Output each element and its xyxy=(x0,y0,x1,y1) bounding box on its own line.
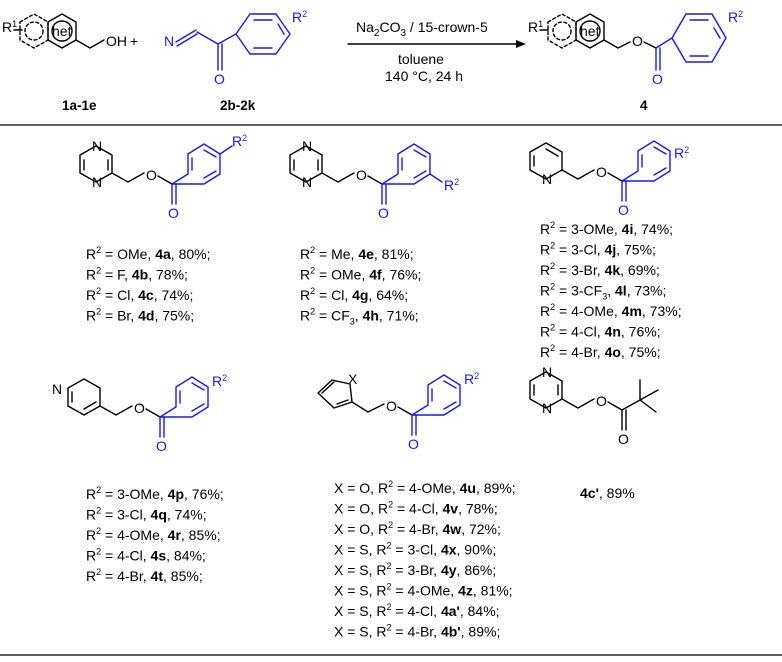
label-4: 4 xyxy=(640,98,648,113)
label-1a-1e: 1a-1e xyxy=(62,98,97,113)
hydroxyl-label: OH xyxy=(106,33,127,49)
svg-text:O: O xyxy=(618,202,629,218)
svg-text:O: O xyxy=(408,436,419,452)
plus-sign: + xyxy=(130,33,138,49)
yield-entry: X = O, R2 = 4-Cl, 4v, 78%; xyxy=(334,500,498,517)
yield-entry: R2 = 4-Cl, 4s, 84%; xyxy=(86,547,206,564)
svg-text:R2: R2 xyxy=(674,145,689,161)
het-label: het xyxy=(52,23,72,39)
reaction-arrow: Na2CO3 / 15-crown-5 toluene 140 °C, 24 h xyxy=(347,19,526,84)
r2-label: R2 xyxy=(292,9,307,25)
yield-entry: R2 = Br, 4d, 75%; xyxy=(86,307,194,324)
svg-text:N: N xyxy=(542,364,552,380)
svg-text:N: N xyxy=(92,138,102,154)
r1-label: R1 xyxy=(2,19,17,35)
svg-text:N: N xyxy=(52,381,62,397)
starting-material-2: N O R2 xyxy=(164,9,307,87)
solvent: toluene xyxy=(398,51,444,67)
yield-entry: R2 = 3-OMe, 4i, 74%; xyxy=(540,220,673,237)
yield-entry: R2 = 3-Br, 4k, 69%; xyxy=(540,261,660,278)
svg-text:O: O xyxy=(618,431,629,447)
yield-entry: R2 = Cl, 4g, 64%; xyxy=(300,286,408,303)
yield-entry: X = S, R2 = 4-OMe, 4z, 81%; xyxy=(334,582,513,599)
entries-g1: R2 = OMe, 4a, 80%; R2 = F, 4b, 78%; R2 = C… xyxy=(86,245,211,324)
yield-entry: X = O, R2 = 4-OMe, 4u, 89%; xyxy=(334,479,516,496)
yield-entry: R2 = 4-OMe, 4m, 73%; xyxy=(540,302,682,319)
svg-text:O: O xyxy=(356,167,367,183)
svg-text:R2: R2 xyxy=(444,177,459,193)
yield-entry: R2 = F, 4b, 78%; xyxy=(86,266,188,283)
yield-entry: R2 = 3-Cl, 4j, 75%; xyxy=(540,241,656,258)
svg-text:N: N xyxy=(542,400,552,416)
svg-text:R2: R2 xyxy=(212,373,227,389)
entries-g5: X = O, R2 = 4-OMe, 4u, 89%; X = O, R2 = 4… xyxy=(334,479,516,640)
svg-text:O: O xyxy=(134,400,145,416)
svg-text:N: N xyxy=(302,174,312,190)
svg-text:R2: R2 xyxy=(728,9,743,25)
svg-text:O: O xyxy=(168,205,179,221)
svg-text:het: het xyxy=(580,23,600,39)
ketone-o: O xyxy=(214,71,225,87)
structure-g3: N O O R2 xyxy=(529,140,689,218)
yield-entry: R2 = 4-OMe, 4r, 85%; xyxy=(86,526,221,543)
svg-text:N: N xyxy=(542,171,552,187)
yield-entry: R2 = 4-Br, 4o, 75%; xyxy=(540,343,661,360)
starting-material-1: het OH R1 xyxy=(2,13,127,49)
svg-text:R2: R2 xyxy=(232,133,247,149)
svg-text:O: O xyxy=(378,205,389,221)
svg-text:N: N xyxy=(92,174,102,190)
entries-g6: 4c', 89% xyxy=(580,485,635,501)
yield-entry: R2 = Cl, 4c, 74%; xyxy=(86,286,193,303)
temp-time: 140 °C, 24 h xyxy=(385,68,463,84)
structure-g4: N O O R2 xyxy=(52,373,227,454)
yield-entry: R2 = 3-OMe, 4p, 76%; xyxy=(86,485,224,502)
entries-g3: R2 = 3-OMe, 4i, 74%; R2 = 3-Cl, 4j, 75%; R… xyxy=(540,220,682,360)
svg-text:X: X xyxy=(348,371,358,387)
structure-g5: X O O R2 xyxy=(317,371,479,452)
yield-entry: R2 = Me, 4e, 81%; xyxy=(300,245,414,262)
yield-entry: R2 = 3-CF3, 4l, 73%; xyxy=(540,282,666,302)
svg-text:O: O xyxy=(146,167,157,183)
svg-text:O: O xyxy=(156,438,167,454)
structure-g2: N N O O R2 xyxy=(289,138,459,221)
svg-text:R1: R1 xyxy=(528,19,543,35)
svg-text:R2: R2 xyxy=(464,371,479,387)
product-4: R1 het O O R2 xyxy=(528,9,743,87)
svg-text:O: O xyxy=(386,398,397,414)
structure-g6: N N O O xyxy=(529,364,659,447)
yield-entry: R2 = 4-Br, 4t, 85%; xyxy=(86,567,203,584)
yield-entry: X = O, R2 = 4-Br, 4w, 72%; xyxy=(334,520,501,537)
yield-entry: 4c', 89% xyxy=(580,485,635,501)
entries-g2: R2 = Me, 4e, 81%; R2 = OMe, 4f, 76%; R2 = … xyxy=(300,245,421,327)
svg-text:N: N xyxy=(302,138,312,154)
yield-entry: X = S, R2 = 4-Cl, 4a', 84%; xyxy=(334,602,500,619)
yield-entry: R2 = OMe, 4f, 76%; xyxy=(300,266,421,283)
nitrile-n: N xyxy=(164,33,174,49)
yield-entry: X = S, R2 = 3-Br, 4y, 86%; xyxy=(334,561,496,578)
yield-entry: X = S, R2 = 4-Br, 4b', 89%; xyxy=(334,623,500,640)
svg-text:O: O xyxy=(632,33,643,49)
svg-text:O: O xyxy=(652,71,663,87)
reagents: Na2CO3 / 15-crown-5 xyxy=(356,19,488,39)
yield-entry: R2 = CF3, 4h, 71%; xyxy=(300,307,419,327)
structure-g1: N N O O R2 xyxy=(79,133,247,221)
yield-entry: X = S, R2 = 3-Cl, 4x, 90%; xyxy=(334,541,496,558)
yield-entry: R2 = 3-Cl, 4q, 74%; xyxy=(86,506,207,523)
label-2b-2k: 2b-2k xyxy=(220,98,256,113)
entries-g4: R2 = 3-OMe, 4p, 76%; R2 = 3-Cl, 4q, 74%; R… xyxy=(86,485,224,584)
svg-text:O: O xyxy=(596,164,607,180)
svg-text:O: O xyxy=(596,393,607,409)
yield-entry: R2 = OMe, 4a, 80%; xyxy=(86,245,211,262)
yield-entry: R2 = 4-Cl, 4n, 76%; xyxy=(540,323,661,340)
